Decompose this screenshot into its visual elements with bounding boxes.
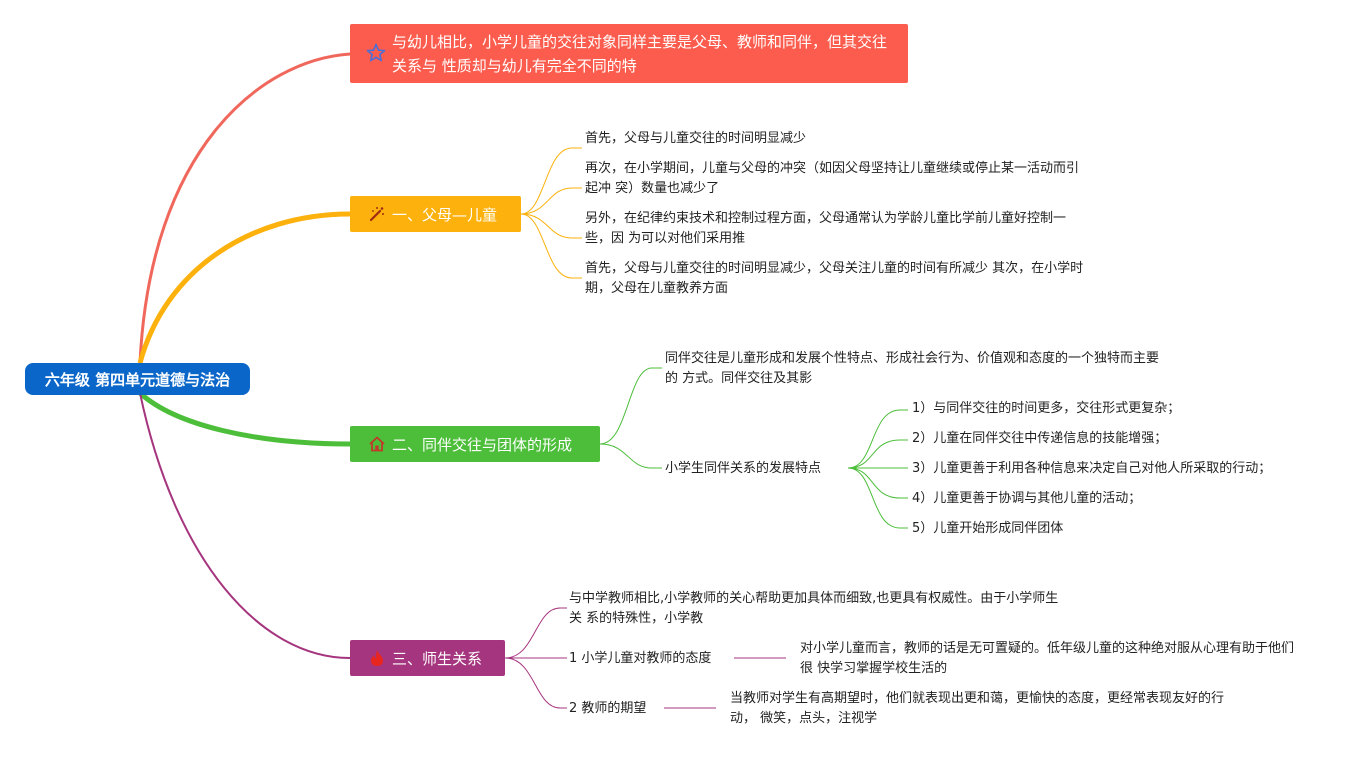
fire-icon xyxy=(366,648,388,668)
branch-peer-groups[interactable]: 二、同伴交往与团体的形成 xyxy=(350,426,600,462)
home-icon xyxy=(366,434,388,454)
attitude-text[interactable]: 对小学儿童而言，教师的话是无可置疑的。低年级儿童的这种绝对服从心理有助于他们很 … xyxy=(800,641,1295,676)
peer-intro[interactable]: 同伴交往是儿童形成和发展个性特点、形成社会行为、价值观和态度的一个独特而主要的 … xyxy=(665,351,1160,386)
branch-teacher-student[interactable]: 三、师生关系 xyxy=(350,640,505,676)
branch-teacher-student-label: 三、师生关系 xyxy=(392,649,483,668)
top-note-topic[interactable]: 与幼儿相比，小学儿童的交往对象同样主要是父母、教师和同伴，但其交往关系与 性质却… xyxy=(350,24,908,83)
expectation-label[interactable]: 2 教师的期望 xyxy=(569,701,647,716)
parents-item-3[interactable]: 另外，在纪律约束技术和控制过程方面，父母通常认为学龄儿童比学前儿童好控制一些，因… xyxy=(585,211,1067,246)
peer-feature-2[interactable]: 2）儿童在同伴交往中传递信息的技能增强； xyxy=(912,431,1168,446)
link-root-top xyxy=(138,52,351,364)
branch-parents-children-label: 一、父母—儿童 xyxy=(392,205,498,224)
magic-wand-icon xyxy=(366,204,388,224)
root-topic[interactable]: 六年级 第四单元道德与法治 xyxy=(25,363,250,395)
peer-feature-1[interactable]: 1）与同伴交往的时间更多，交往形式更复杂； xyxy=(912,401,1181,416)
attitude-label[interactable]: 1 小学儿童对教师的态度 xyxy=(569,651,712,666)
expectation-text[interactable]: 当教师对学生有高期望时，他们就表现出更和蔼，更愉快的态度，更经常表现友好的行动，… xyxy=(730,691,1225,726)
root-topic-label: 六年级 第四单元道德与法治 xyxy=(44,370,231,389)
peer-feature-4[interactable]: 4）儿童更善于协调与其他儿童的活动； xyxy=(912,491,1142,506)
branch-parents-children[interactable]: 一、父母—儿童 xyxy=(350,196,521,232)
link-root-b2 xyxy=(138,391,351,447)
top-note-text: 与幼儿相比，小学儿童的交往对象同样主要是父母、教师和同伴，但其交往关系与 性质却… xyxy=(392,32,888,75)
link-root-b3 xyxy=(139,392,351,659)
link-root-b1 xyxy=(137,211,351,364)
teacher-intro[interactable]: 与中学教师相比,小学教师的关心帮助更加具体而细致,也更具有权威性。由于小学师生关… xyxy=(569,591,1059,626)
parents-item-4[interactable]: 首先，父母与儿童交往的时间明显减少，父母关注儿童的时间有所减少 其次，在小学时期… xyxy=(585,261,1084,296)
star-icon xyxy=(366,43,386,70)
parents-item-2[interactable]: 再次，在小学期间，儿童与父母的冲突（如因父母坚持让儿童继续或停止某一活动而引起冲… xyxy=(585,161,1080,196)
peer-features-label[interactable]: 小学生同伴关系的发展特点 xyxy=(665,461,822,476)
branch-peer-groups-label: 二、同伴交往与团体的形成 xyxy=(392,435,573,454)
peer-feature-3[interactable]: 3）儿童更善于利用各种信息来决定自己对他人所采取的行动； xyxy=(912,461,1272,476)
parents-item-1[interactable]: 首先，父母与儿童交往的时间明显减少 xyxy=(585,131,807,146)
peer-feature-5[interactable]: 5）儿童开始形成同伴团体 xyxy=(912,521,1064,536)
